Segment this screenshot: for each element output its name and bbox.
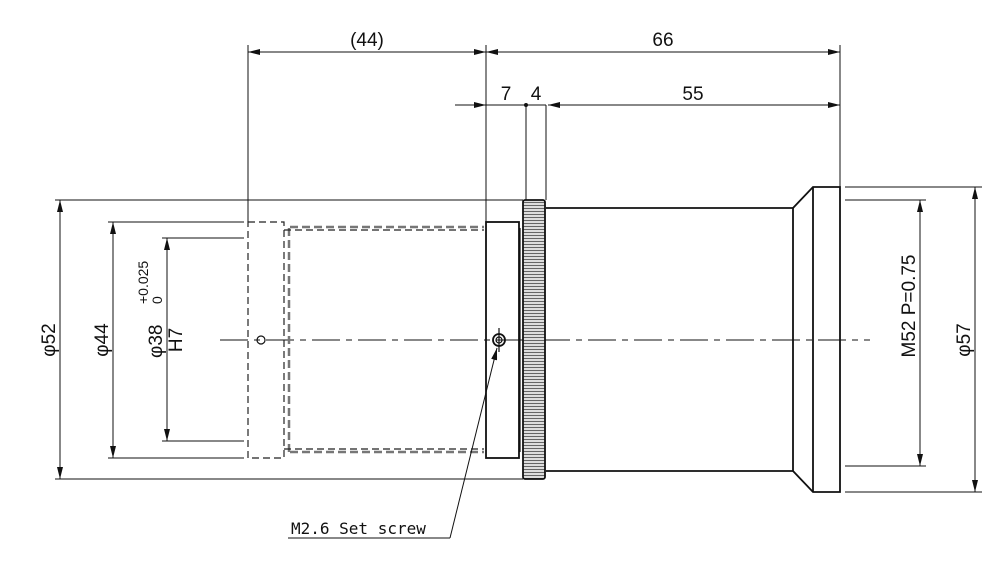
dim-label-phi44: φ44 [92, 323, 113, 357]
set-screw-label: M2.6 Set screw [291, 519, 426, 538]
dim-label-44: (44) [350, 30, 384, 51]
rear-screw-icon [256, 335, 266, 345]
dim-label-phi38: φ38 [146, 325, 167, 358]
extension-lines [55, 45, 982, 493]
dim-label-55: 55 [682, 84, 703, 105]
tolerance-upper: +0.025 [135, 261, 151, 304]
lens-body [546, 186, 841, 493]
dim-label-phi57: φ57 [954, 323, 975, 356]
thread-label: M52 P=0.75 [899, 255, 920, 358]
tolerance-lower: 0 [149, 296, 165, 304]
dim-label-66: 66 [652, 30, 673, 51]
dim-label-7: 7 [501, 84, 512, 105]
set-screw-leader [288, 347, 498, 539]
dim-label-4: 4 [531, 84, 542, 105]
set-screw-icon [492, 328, 506, 352]
fit-label-h7: H7 [166, 328, 187, 352]
mount-flange [485, 221, 520, 459]
dimension-lines [57, 49, 978, 492]
knurled-focus-ring [522, 199, 546, 480]
dim-label-phi52: φ52 [39, 323, 60, 356]
rear-adapter-hidden [247, 221, 484, 459]
